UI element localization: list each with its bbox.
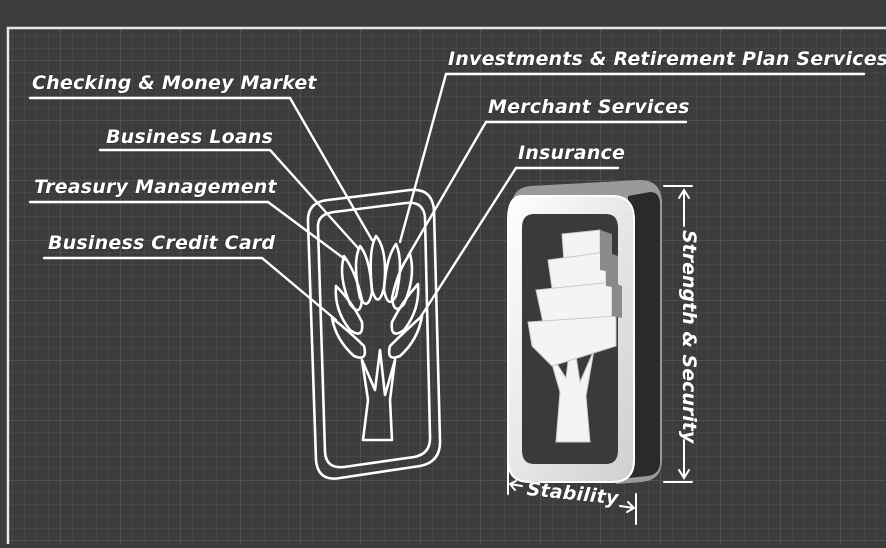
label-insurance: Insurance xyxy=(518,142,626,164)
label-merchant: Merchant Services xyxy=(488,96,690,118)
label-business-loans: Business Loans xyxy=(106,126,274,148)
label-strength: Strength & Security xyxy=(678,230,700,444)
label-checking: Checking & Money Market xyxy=(32,72,317,94)
blueprint-border xyxy=(6,26,886,548)
label-treasury: Treasury Management xyxy=(34,176,277,198)
blueprint-grid xyxy=(8,28,886,544)
dimension-lines xyxy=(507,185,693,525)
solid-logo xyxy=(507,180,662,484)
outline-logo xyxy=(306,188,442,480)
label-investments: Investments & Retirement Plan Services xyxy=(448,48,886,70)
label-credit-card: Business Credit Card xyxy=(48,232,276,254)
leader-lines xyxy=(28,72,866,322)
